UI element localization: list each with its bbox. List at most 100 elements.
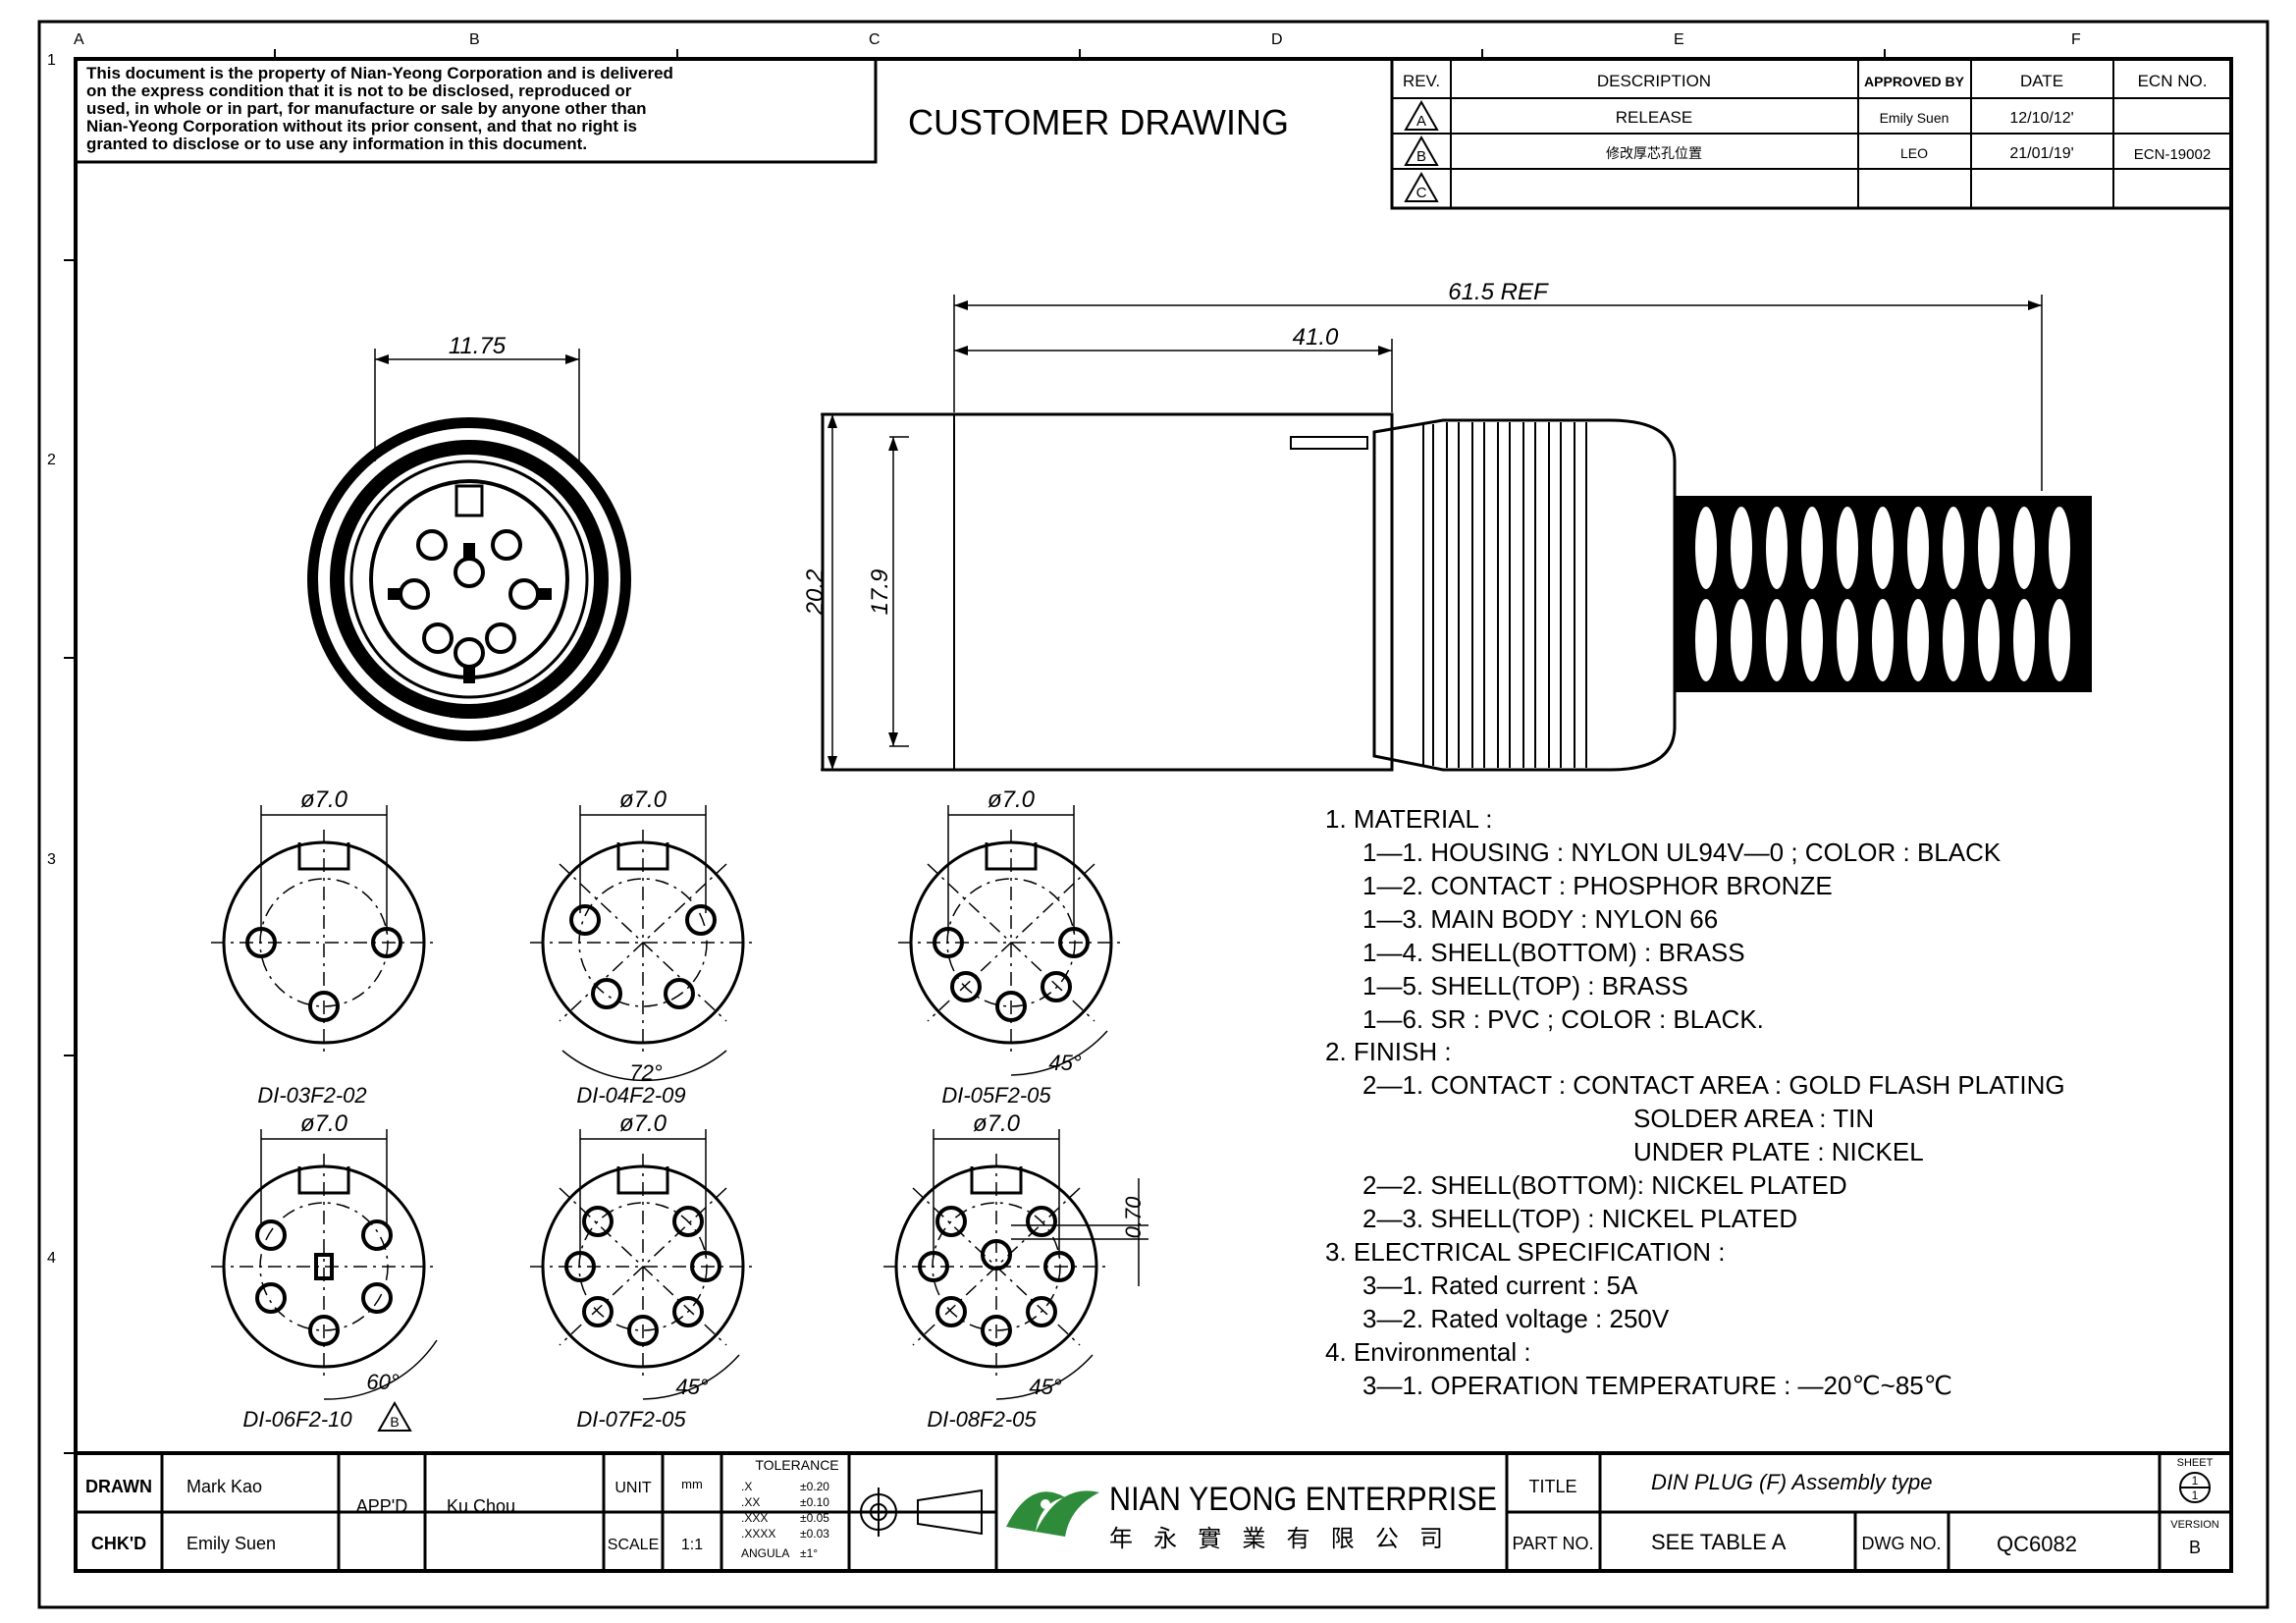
tb-sheet-num: 1	[2192, 1474, 2199, 1488]
rev-header-rev: REV.	[1403, 72, 1440, 90]
notice-line: This document is the property of Nian-Ye…	[86, 64, 673, 82]
variant-angle: 60°	[366, 1370, 399, 1394]
tb-chkd: Emily Suen	[187, 1534, 276, 1553]
note-line: 4. Environmental :	[1325, 1337, 1531, 1367]
note-line: 3. ELECTRICAL SPECIFICATION :	[1325, 1237, 1725, 1267]
note-line: 1—2. CONTACT : PHOSPHOR BRONZE	[1362, 871, 1833, 900]
variant-dI-04F2-09: 72° ø7.0 DI-04F2-09	[530, 786, 756, 1108]
tb-dwg: QC6082	[1997, 1532, 2077, 1556]
notes: 1. MATERIAL : 1—1. HOUSING : NYLON UL94V…	[1325, 804, 2065, 1400]
tb-sheet-total: 1	[2192, 1488, 2199, 1502]
company-logo-icon	[1006, 1490, 1099, 1537]
rev-description: 修改厚芯孔位置	[1606, 145, 1702, 161]
tb-tol-val: ±0.03	[800, 1527, 829, 1541]
zone-row-2: 2	[47, 452, 56, 468]
sheet-circle-icon	[2179, 1472, 2211, 1503]
tb-tol-val: ±1°	[800, 1546, 818, 1560]
rev-approved: LEO	[1900, 145, 1928, 161]
notice-line: Nian-Yeong Corporation without its prior…	[86, 117, 637, 135]
rev-approved: Emily Suen	[1880, 110, 1949, 126]
inner-border	[74, 57, 2233, 1573]
rev-triangle-a	[1404, 99, 1439, 131]
notice-box: This document is the property of Nian-Ye…	[74, 57, 878, 164]
variant-code: DI-05F2-05	[941, 1083, 1051, 1108]
note-line: 1—4. SHELL(BOTTOM) : BRASS	[1362, 938, 1745, 967]
zone-col-e: E	[1674, 31, 1684, 48]
rev-date: 12/10/12'	[2009, 110, 2073, 127]
zone-row-labels: 1 2 3 4	[47, 52, 56, 1267]
variant-pin-circle: ø7.0	[619, 786, 667, 813]
dim-body-length: 41.0	[1293, 324, 1339, 351]
note-line: 3—1. OPERATION TEMPERATURE : —20℃~85℃	[1362, 1371, 1952, 1400]
tb-tol-val: ±0.05	[800, 1511, 829, 1525]
tb-drawn: Mark Kao	[187, 1477, 262, 1496]
variant-pin-circle: ø7.0	[619, 1110, 667, 1137]
zone-row-4: 4	[47, 1250, 56, 1267]
zone-col-a: A	[74, 31, 84, 48]
tb-part: SEE TABLE A	[1651, 1530, 1787, 1554]
dim-top-width: 11.75	[449, 333, 507, 359]
rev-triangle-b	[1404, 135, 1439, 166]
outer-border	[37, 20, 2269, 1609]
tb-app-label: APP'D	[356, 1496, 407, 1516]
tb-title-label: TITLE	[1528, 1477, 1576, 1496]
note-line: UNDER PLATE : NICKEL	[1633, 1137, 1924, 1166]
tb-version-label: VERSION	[2170, 1519, 2219, 1531]
tb-tol-key: .XX	[741, 1495, 760, 1509]
notice-line: granted to disclose or to use any inform…	[86, 135, 587, 153]
note-line: 1—6. SR : PVC ; COLOR : BLACK.	[1362, 1004, 1764, 1034]
side-view: 61.5 REF 41.0 20.2 17.9	[802, 279, 2092, 772]
zone-col-b: B	[469, 31, 480, 48]
rev-letter: A	[1416, 113, 1426, 130]
tb-tol-key: ANGULA	[741, 1546, 789, 1560]
rev-header-approved: APPROVED BY	[1864, 74, 1965, 89]
rev-header-date: DATE	[2020, 72, 2063, 90]
notice-line: on the express condition that it is not …	[86, 81, 632, 100]
tb-scale: 1:1	[681, 1537, 703, 1553]
tb-scale-label: SCALE	[608, 1537, 659, 1553]
variant-code: DI-08F2-05	[927, 1407, 1037, 1432]
zone-column-labels: A B C D E F	[74, 31, 2081, 48]
note-line: 1—5. SHELL(TOP) : BRASS	[1362, 971, 1688, 1001]
tb-dwg-label: DWG NO.	[1862, 1534, 1942, 1553]
variant-code: DI-07F2-05	[576, 1407, 686, 1432]
side-view-grip	[1372, 418, 1677, 772]
zone-row-3: 3	[47, 851, 56, 868]
side-view-body	[821, 412, 1394, 772]
variant-rev: B	[390, 1414, 399, 1430]
tb-chkd-label: CHK'D	[91, 1534, 146, 1553]
tb-tol-val: ±0.20	[800, 1480, 829, 1493]
note-line: 1—1. HOUSING : NYLON UL94V—0 ; COLOR : B…	[1362, 838, 2002, 867]
variant-pin-circle: ø7.0	[300, 786, 348, 813]
note-line: 2—2. SHELL(BOTTOM): NICKEL PLATED	[1362, 1170, 1847, 1200]
dim-outer-dia: 20.2	[802, 569, 828, 617]
front-view: 11.75	[307, 333, 631, 741]
tb-tol-key: .X	[741, 1480, 752, 1493]
zone-col-c: C	[869, 31, 881, 48]
variant-angle: 45°	[1029, 1375, 1061, 1399]
drawing-type-title: CUSTOMER DRAWING	[908, 102, 1289, 142]
rev-letter: C	[1416, 185, 1427, 201]
dim-overall-ref: 61.5 REF	[1448, 279, 1549, 305]
note-line: 2—3. SHELL(TOP) : NICKEL PLATED	[1362, 1204, 1797, 1233]
tb-title: DIN PLUG (F) Assembly type	[1651, 1470, 1932, 1494]
strain-relief-slots	[1695, 507, 2070, 681]
grip-ribs	[1422, 422, 1587, 768]
variant-code: DI-04F2-09	[576, 1083, 685, 1108]
variant-code: DI-03F2-02	[257, 1083, 366, 1108]
tb-tol-val: ±0.10	[800, 1495, 829, 1509]
zone-row-1: 1	[47, 52, 56, 69]
variant-dI-08F2-05: 45° ø7.0 0.70 DI-08F2-05	[883, 1110, 1148, 1432]
tb-sheet-label: SHEET	[2177, 1457, 2214, 1469]
projection-symbol-icon	[854, 1488, 983, 1537]
zone-col-d: D	[1271, 31, 1283, 48]
zone-col-f: F	[2071, 31, 2081, 48]
front-view-pins	[388, 529, 552, 683]
tb-tol-key: .XXX	[741, 1511, 768, 1525]
tb-company-cn: 年 永 實 業 有 限 公 司	[1109, 1526, 1443, 1552]
dim-key-offset: 0.70	[1121, 1196, 1146, 1239]
variant-angle: 45°	[1048, 1051, 1081, 1075]
note-line: 1. MATERIAL :	[1325, 804, 1493, 834]
rev-triangle-c	[1404, 171, 1439, 202]
rev-description: RELEASE	[1616, 108, 1692, 127]
